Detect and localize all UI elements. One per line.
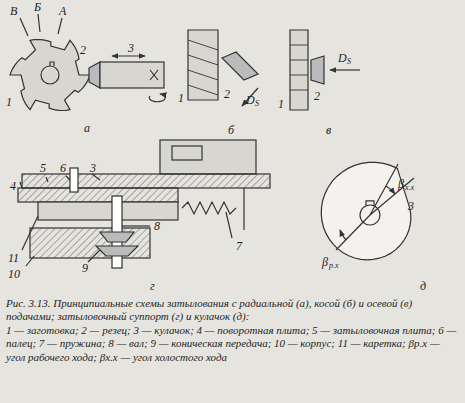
subfigure-letter: в (326, 124, 331, 136)
angle-symbol: β (398, 178, 404, 190)
cutter (89, 62, 100, 88)
letter: Б (34, 1, 41, 13)
callout-number: 8 (154, 220, 160, 232)
feed-subscript: S (347, 58, 351, 66)
callout-number: 3 (408, 200, 414, 212)
carriage (38, 202, 178, 220)
bevel-gear (96, 232, 138, 256)
feed-symbol: D (246, 94, 255, 106)
cutter (311, 56, 324, 84)
callout-number: 9 (82, 262, 88, 274)
callout-number: 11 (8, 252, 19, 264)
backing-plate (22, 174, 270, 188)
figure-caption: Рис. 3.13. Принципиальные схемы затылова… (6, 297, 460, 324)
subfigure-letter: б (228, 124, 234, 136)
housing (30, 228, 150, 258)
angle-subscript: р.х (329, 262, 339, 270)
gear-outline (10, 40, 90, 111)
feed-symbol: D (338, 52, 347, 64)
callout-number: 3 (128, 42, 134, 54)
angle-subscript: х.х (405, 184, 414, 192)
letter: А (59, 5, 66, 17)
workpiece (290, 30, 308, 110)
callout-number: 4 (10, 180, 16, 192)
feed-subscript: S (255, 100, 259, 108)
upper-block (160, 140, 256, 174)
callout-number: 2 (80, 44, 86, 56)
angle-symbol: β (322, 256, 328, 268)
pin (70, 168, 78, 192)
callout-number: 6 (60, 162, 66, 174)
subfigure-letter: г (150, 280, 155, 292)
keyway (50, 62, 54, 66)
workpiece (10, 40, 90, 111)
cutter (222, 52, 258, 80)
cam (321, 162, 414, 259)
subfigure-letter: д (420, 280, 426, 292)
letter: В (10, 5, 17, 17)
callout-number: 1 (178, 92, 184, 104)
rotary-plate (18, 188, 178, 202)
callout-number: 3 (90, 162, 96, 174)
callout-number: 1 (278, 98, 284, 110)
callout-number: 7 (236, 240, 242, 252)
spring (182, 202, 236, 214)
subfigure-letter: а (84, 122, 90, 134)
cutter-bar (100, 62, 164, 88)
workpiece (188, 30, 218, 100)
callout-number: 10 (8, 268, 20, 280)
caption-block: Рис. 3.13. Принципиальные схемы затылова… (6, 297, 460, 364)
callout-number: 1 (6, 96, 12, 108)
callout-number: 5 (40, 162, 46, 174)
callout-number: 2 (314, 90, 320, 102)
caption-key: 1 — заготовка; 2 — резец; 3 — кулачок; 4… (6, 324, 460, 364)
bore (41, 66, 59, 84)
callout-number: 2 (224, 88, 230, 100)
